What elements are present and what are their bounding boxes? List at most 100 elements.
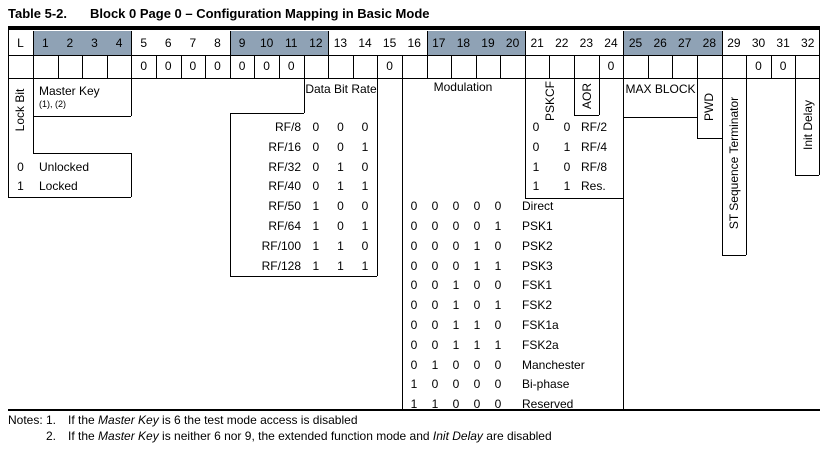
modulation-bit: 0	[452, 199, 460, 214]
modulation-bit: 1	[452, 278, 460, 293]
bitrate-bit: 0	[337, 199, 344, 214]
fixedrow-cell-line	[672, 55, 674, 78]
note-2-italic-2: Init Delay	[432, 429, 483, 443]
bitrate-bit: 0	[361, 238, 369, 253]
modulation-bit: 0	[410, 298, 418, 313]
table-top-rule	[8, 26, 820, 30]
header-group-line	[229, 31, 231, 55]
modulation-row-label: FSK2a	[522, 337, 559, 352]
pskcf-bit: 1	[532, 179, 540, 194]
note-2-mid: is neither 6 nor 9, the extended functio…	[158, 429, 433, 443]
modulation-bit: 0	[431, 337, 439, 352]
modulation-bit: 0	[473, 219, 481, 233]
modulation-bit: 0	[473, 397, 481, 412]
table-number: Table 5-2.	[8, 6, 68, 21]
header-cell: 18	[456, 36, 471, 50]
header-cell: 3	[91, 36, 98, 50]
st-box-bottom	[721, 255, 747, 256]
fixedrow-cell-line	[82, 55, 84, 78]
lock-bit-label: Lock Bit	[13, 88, 27, 132]
initdelay-left-line	[795, 78, 797, 175]
fixedrow-cell-line	[106, 55, 108, 78]
fixedrow-cell-line	[549, 55, 551, 78]
header-cell: 14	[358, 36, 372, 50]
modulation-row-label: Direct	[522, 199, 554, 214]
header-cell: 30	[751, 36, 766, 50]
modulation-bit: 1	[494, 298, 502, 313]
bitrate-bit: 0	[312, 159, 320, 174]
modulation-bit: 0	[494, 278, 502, 293]
fixedrow-cell-line	[57, 55, 59, 78]
notes-label: Notes:	[8, 413, 43, 427]
fixedrow-cell-line	[303, 55, 305, 78]
pskcf-row-label: RF/4	[581, 139, 608, 154]
note-1-text: If the Master Key is 6 the test mode acc…	[68, 413, 358, 427]
header-cell: 4	[115, 36, 123, 50]
bitrate-row-label: RF/64	[268, 219, 301, 233]
modulation-row-label: Reserved	[522, 397, 574, 412]
fixed-bit-cell: 0	[755, 59, 762, 73]
note-1-number: 1.	[46, 413, 57, 427]
pskcf-row-label: RF/8	[581, 159, 608, 174]
modulation-bit: 1	[494, 337, 502, 352]
bitrate-bit: 0	[337, 139, 344, 154]
modulation-bit: 0	[431, 278, 439, 293]
header-shade	[229, 31, 329, 55]
fixedrow-cell-line	[254, 55, 256, 78]
header-cell: 16	[407, 36, 421, 50]
fixedrow-bottom-line	[8, 78, 820, 79]
header-cell: 27	[678, 36, 692, 50]
header-cell: 15	[382, 36, 397, 50]
masterkey-right-line	[131, 78, 133, 116]
bitrate-row-label: RF/40	[268, 179, 301, 194]
bitrate-bit: 1	[361, 139, 369, 154]
fixed-bit-cell: 0	[263, 59, 270, 73]
master-key-note-refs: (1), (2)	[39, 99, 66, 109]
header-cell: 7	[189, 36, 197, 50]
fixedrow-cell-line	[155, 55, 157, 78]
header-cell: 11	[285, 36, 298, 50]
header-group-line	[721, 31, 723, 55]
modulation-bit: 1	[473, 318, 481, 332]
header-cell: 6	[164, 36, 172, 50]
modulation-row-label: PSK3	[522, 258, 553, 273]
header-cell: 25	[628, 36, 643, 50]
aor-right-line	[598, 78, 600, 115]
fixedrow-cell-line	[352, 55, 354, 78]
pskcf-bit: 1	[563, 179, 571, 194]
modulation-bit: 0	[494, 357, 502, 372]
header-shade	[33, 31, 132, 55]
modulation-bit: 0	[410, 199, 418, 214]
bitrate-bit: 1	[337, 179, 344, 194]
modulation-bit: 1	[431, 357, 439, 372]
fixedrow-cell-line	[229, 55, 231, 78]
header-cell: 13	[333, 36, 348, 50]
pskcf-bit: 0	[532, 120, 540, 134]
lock-legend-bottom	[8, 197, 132, 198]
modulation-bit: 1	[473, 238, 481, 253]
pskcf-row-label: RF/2	[581, 120, 608, 134]
bitrate-bit: 0	[361, 120, 369, 134]
header-cell: 24	[604, 36, 618, 50]
lock-legend-label: Locked	[39, 179, 78, 194]
fixedrow-cell-line	[451, 55, 453, 78]
st-right-line	[746, 78, 748, 255]
modulation-bit: 1	[473, 258, 481, 273]
modulation-row-label: FSK1	[522, 278, 553, 293]
modulation-bit: 1	[494, 258, 502, 273]
header-group-line	[623, 31, 625, 55]
modulation-bit: 0	[431, 298, 439, 313]
pskcf-row-label: Res.	[581, 179, 606, 194]
pwd-label: PWD	[702, 93, 716, 121]
modulation-bit: 0	[452, 357, 460, 372]
bitrate-row-label: RF/32	[268, 159, 301, 174]
header-cell: 17	[432, 36, 446, 50]
modulation-bit: 1	[473, 337, 481, 352]
fixedrow-cell-line	[278, 55, 280, 78]
fixed-bit-cell: 0	[140, 59, 148, 73]
modulation-bit: 0	[452, 238, 460, 253]
bitrate-bit: 0	[312, 120, 320, 134]
table-right-border	[819, 26, 820, 175]
fixedrow-cell-line	[328, 55, 330, 78]
bitrate-bit: 0	[312, 179, 320, 194]
